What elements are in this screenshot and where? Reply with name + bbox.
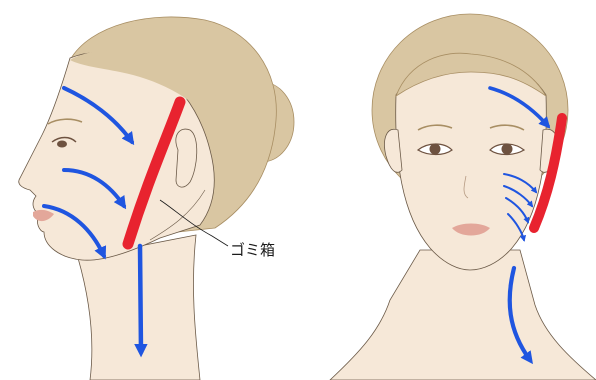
callout-label-trash-box: ゴミ箱 (230, 243, 275, 258)
front-head (330, 14, 596, 380)
profile-arrow-neck-down (140, 246, 141, 352)
profile-iris (57, 141, 67, 148)
front-left-iris (430, 144, 441, 155)
front-right-iris (502, 144, 513, 155)
profile-head (19, 17, 294, 380)
